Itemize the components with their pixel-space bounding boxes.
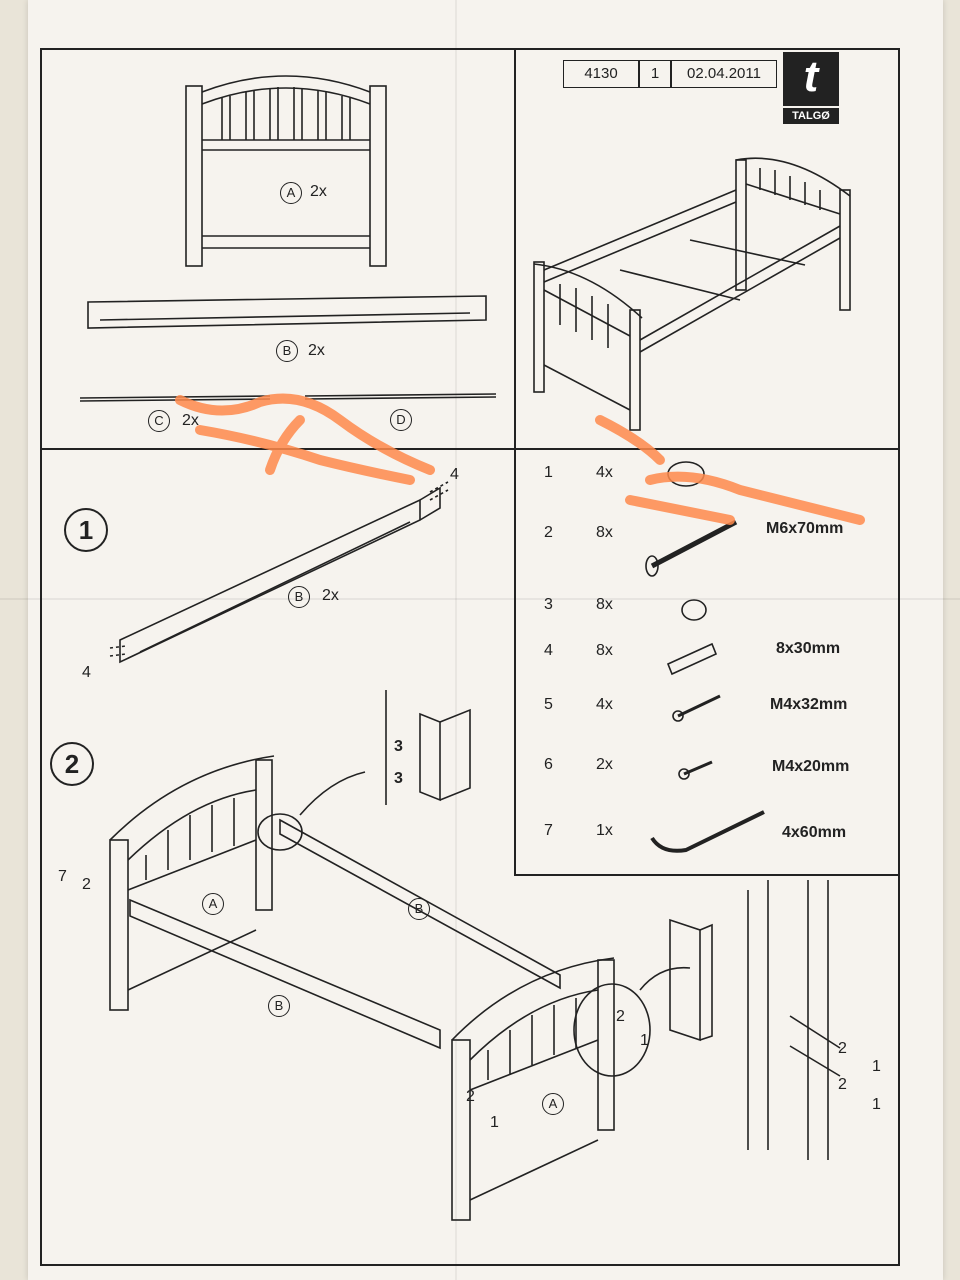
instruction-sheet	[28, 0, 943, 1280]
step-2-part-label: A	[542, 1093, 564, 1115]
column-divider	[514, 48, 516, 874]
part-d-drawing	[304, 393, 497, 397]
step-1-callout-bottom: 4	[82, 664, 91, 681]
step-1-callout-top: 4	[450, 466, 459, 483]
barrel-nut-icon	[681, 599, 707, 621]
part-a-label: A	[280, 182, 302, 204]
hardware-qty: 4x	[596, 696, 613, 713]
hardware-size: M6x70mm	[766, 520, 844, 537]
hardware-size: M4x32mm	[770, 696, 848, 713]
step-2-part-label: B	[408, 898, 430, 920]
step-2-callout: 1	[640, 1032, 649, 1049]
hardware-number: 5	[544, 696, 553, 713]
step-2-callout: 1	[872, 1096, 881, 1113]
hardware-number: 6	[544, 756, 553, 773]
step-2-part-label: A	[202, 893, 224, 915]
hardware-qty: 8x	[596, 524, 613, 541]
step-2-callout: 2	[616, 1008, 625, 1025]
part-b-label: B	[276, 340, 298, 362]
hardware-qty: 2x	[596, 756, 613, 773]
step-1-part-qty: 2x	[322, 587, 339, 604]
row-divider	[514, 448, 900, 450]
hardware-number: 1	[544, 464, 553, 481]
step-1-part-label: B	[288, 586, 310, 608]
hardware-size: 4x60mm	[782, 824, 847, 841]
step-2-assembly-drawing	[109, 755, 691, 1221]
part-a-qty: 2x	[310, 183, 327, 200]
part-c-qty: 2x	[182, 412, 199, 429]
step-2-number: 2	[50, 742, 94, 786]
brand-logo: t TALGØ	[783, 52, 839, 126]
step-1-number: 1	[64, 508, 108, 552]
part-b-qty: 2x	[308, 342, 325, 359]
marker-scribble	[175, 393, 865, 525]
bolt-icon	[645, 519, 738, 577]
step-2-callout: 1	[490, 1114, 499, 1131]
hardware-number: 3	[544, 596, 553, 613]
step-2-callout: 7	[58, 868, 67, 885]
hardware-number: 7	[544, 822, 553, 839]
part-c-label: C	[148, 410, 170, 432]
sheet-frame	[40, 48, 900, 1266]
allen-key-icon	[650, 810, 765, 853]
document-date: 02.04.2011	[671, 60, 777, 88]
fold-crease	[0, 598, 960, 600]
hardware-qty: 4x	[596, 464, 613, 481]
step-2-callout: 1	[872, 1058, 881, 1075]
hardware-qty: 1x	[596, 822, 613, 839]
step-2-callout: 2	[838, 1076, 847, 1093]
hardware-qty: 8x	[596, 642, 613, 659]
hardware-size: M4x20mm	[772, 758, 850, 775]
step-2-callout: 2	[838, 1040, 847, 1057]
screw-icon	[672, 694, 721, 722]
part-b-drawing	[87, 295, 487, 329]
brand-letter: t	[783, 52, 839, 106]
part-a-drawing	[185, 75, 387, 267]
brand-name: TALGØ	[783, 108, 839, 124]
step-2-callout: 3	[394, 738, 403, 755]
fold-crease	[455, 0, 457, 1280]
assembled-bed-drawing	[533, 157, 851, 431]
step-2-callout: 2	[466, 1088, 475, 1105]
step-1-rail-drawing	[109, 481, 449, 664]
hardware-size: 8x30mm	[776, 640, 841, 657]
hardware-number: 4	[544, 642, 553, 659]
step-2-callout: 3	[394, 770, 403, 787]
hardware-qty: 8x	[596, 596, 613, 613]
step-2-part-label: B	[268, 995, 290, 1017]
dowel-icon	[666, 642, 718, 676]
row-divider	[514, 874, 900, 876]
page-number: 1	[639, 60, 671, 88]
step-2-detail-drawing	[385, 690, 841, 1160]
short-screw-icon	[678, 760, 713, 780]
article-number: 4130	[563, 60, 639, 88]
part-d-label: D	[390, 409, 412, 431]
part-c-drawing	[79, 395, 271, 399]
hardware-number: 2	[544, 524, 553, 541]
step-2-callout: 2	[82, 876, 91, 893]
